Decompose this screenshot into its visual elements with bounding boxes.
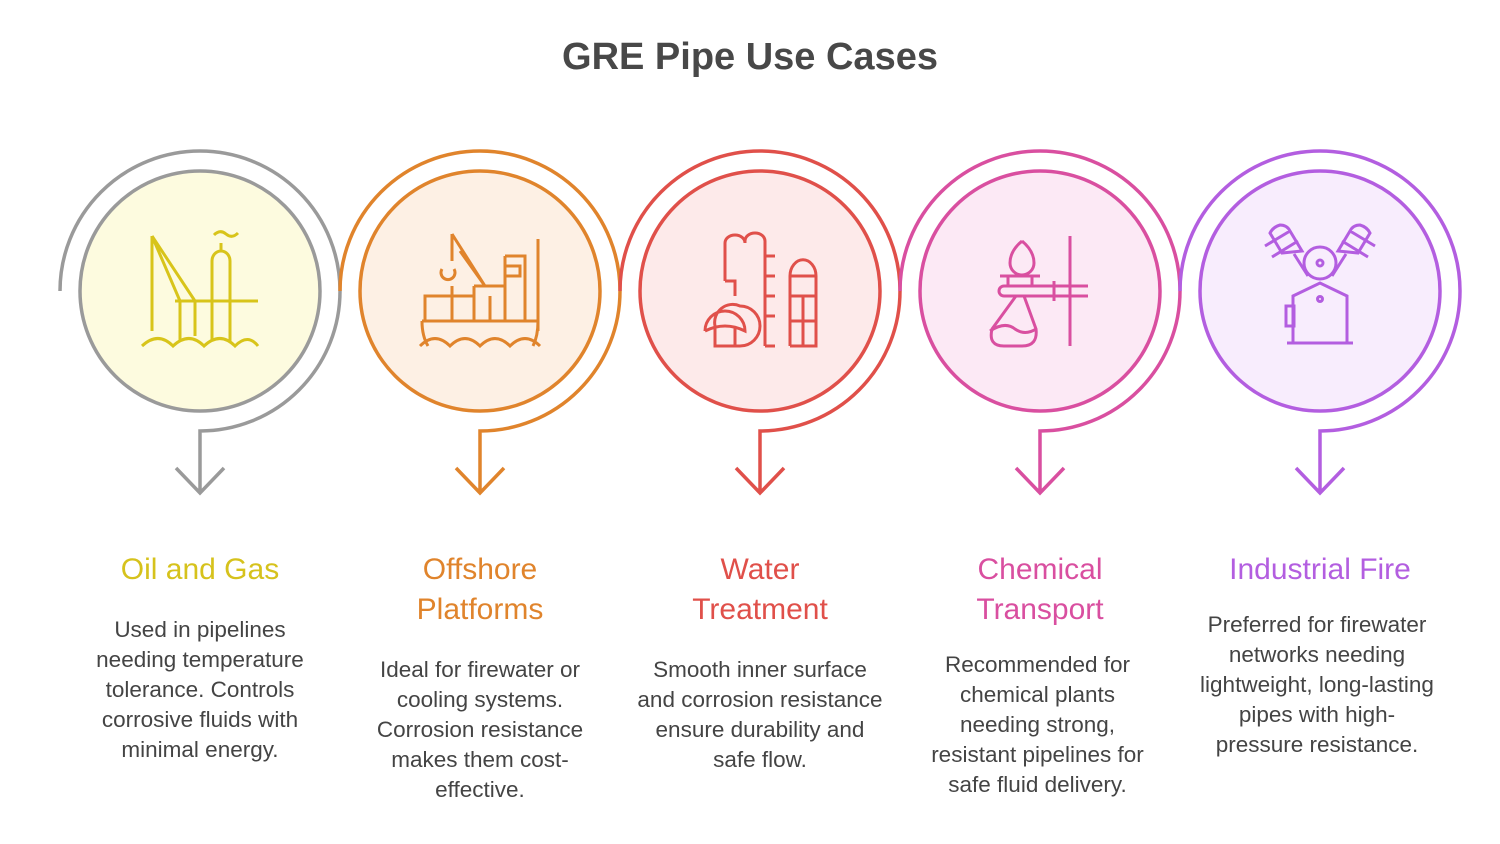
offshore-rig-icon xyxy=(140,230,260,349)
icon-circle xyxy=(638,169,882,413)
ring-arc xyxy=(898,149,1182,496)
step-description: Ideal for firewater or cooling systems. … xyxy=(376,657,584,802)
ring-arc xyxy=(338,149,622,496)
refinery-icon xyxy=(703,231,818,348)
ring-arc xyxy=(58,149,342,496)
step-title: Oil and Gas xyxy=(120,553,280,586)
step-title: Water Treatment xyxy=(692,553,828,626)
step-title: Offshore Platforms xyxy=(416,553,544,626)
step-description: Smooth inner surface and corrosion resis… xyxy=(637,657,883,772)
step-description: Used in pipelines needing temperature to… xyxy=(96,617,304,762)
step-offshore-platforms xyxy=(338,149,622,496)
cargo-ship-icon xyxy=(418,233,542,349)
icon-circle xyxy=(1198,169,1442,413)
page-title: GRE Pipe Use Cases xyxy=(562,36,938,78)
bunsen-flask-icon xyxy=(989,236,1088,348)
ring-arc xyxy=(1178,149,1462,496)
engine-icon xyxy=(1264,223,1376,345)
step-title: Industrial Fire xyxy=(1229,553,1411,586)
step-description: Recommended for chemical plants needing … xyxy=(931,652,1144,797)
step-description: Preferred for firewater networks needing… xyxy=(1200,612,1434,757)
step-water-treatment xyxy=(618,149,902,496)
icon-circle xyxy=(918,169,1162,413)
step-oil-and-gas xyxy=(58,149,342,496)
step-chemical-transport xyxy=(898,149,1182,496)
ring-arc xyxy=(618,149,902,496)
step-industrial-fire xyxy=(1178,149,1462,496)
icon-circle xyxy=(358,169,602,413)
step-title: Chemical Transport xyxy=(976,553,1104,626)
icon-circle xyxy=(78,169,322,413)
